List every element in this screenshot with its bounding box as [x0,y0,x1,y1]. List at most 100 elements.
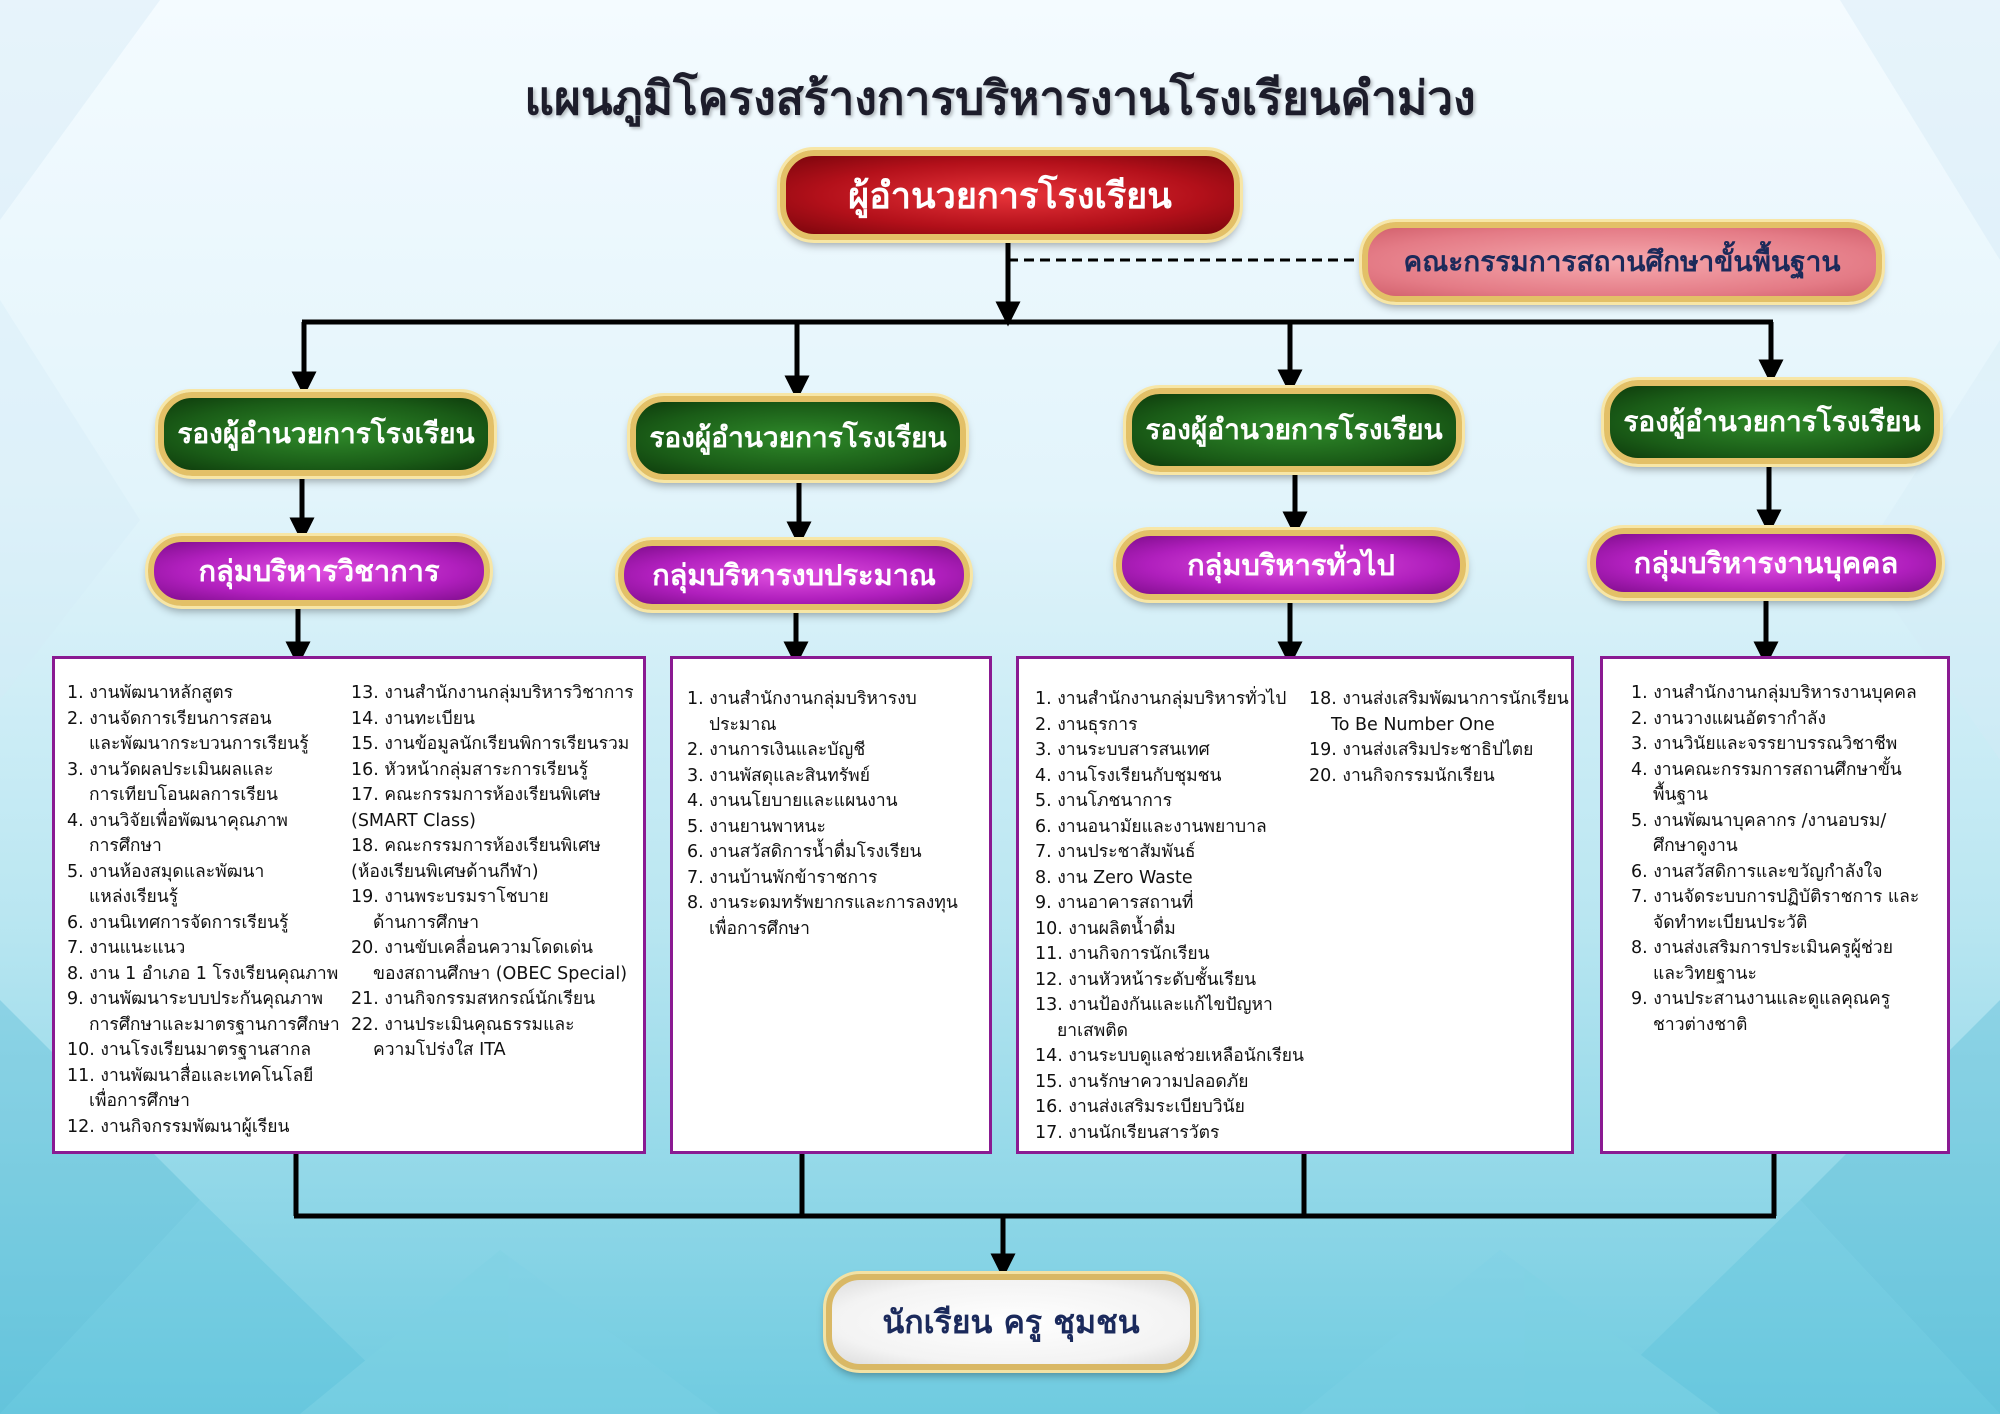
list-item: ประมาณ [709,714,777,735]
list-item: 3. งานวัดผลประเมินผลและ [67,759,274,780]
list-item: 12. งานหัวหน้าระดับชั้นเรียน [1035,969,1257,990]
list-item: เพื่อการศึกษา [709,918,810,939]
group-budget: กลุ่มบริหารงบประมาณ [615,537,973,613]
list-item: 10. งานโรงเรียนมาตรฐานสากล [67,1040,312,1060]
list-item: 11. งานกิจการนักเรียน [1035,944,1210,964]
list-item: (ห้องเรียนพิเศษด้านกีฬา) [351,861,539,882]
page-title: แผนภูมิโครงสร้างการบริหารงานโรงเรียนคำม่… [524,71,1476,125]
deputy-personnel: รองผู้อำนวยการโรงเรียน [1601,377,1943,467]
list-item: 6. งานอนามัยและงานพยาบาล [1035,816,1267,837]
list-item: 8. งานส่งเสริมการประเมินครูผู้ช่วย [1631,938,1893,958]
deputy-budget: รองผู้อำนวยการโรงเรียน [627,393,969,483]
list-item: เพื่อการศึกษา [89,1091,190,1111]
list-item: 4. งานนโยบายและแผนงาน [687,791,898,811]
list-item: (SMART Class) [351,810,477,831]
list-item: 18. คณะกรรมการห้องเรียนพิเศษ [351,836,601,856]
list-item: 5. งานโภชนาการ [1035,791,1173,811]
group-personnel: กลุ่มบริหารงานบุคคล [1587,525,1945,601]
list-item: 17. คณะกรรมการห้องเรียนพิเศษ [351,785,601,805]
list-item: ด้านการศึกษา [373,912,480,933]
list-item: 2. งานธุรการ [1035,714,1138,735]
list-item: 7. งานประชาสัมพันธ์ [1035,842,1196,862]
budget-task-box: 1. งานสำนักงานกลุ่มบริหารงบ ประมาณ 2. งา… [670,656,992,1154]
list-item: 17. งานนักเรียนสารวัตร [1035,1122,1220,1143]
list-item: 13. งานสำนักงานกลุ่มบริหารวิชาการ [351,683,634,703]
list-item: 2. งานจัดการเรียนการสอน [67,708,272,729]
list-item: 20. งานกิจกรรมนักเรียน [1309,765,1495,786]
list-item: 9. งานประสานงานและดูแลคุณครู [1631,989,1891,1009]
general-task-box: 1. งานสำนักงานกลุ่มบริหารทั่วไป 2. งานธุ… [1016,656,1574,1154]
list-item: และพัฒนากระบวนการเรียนรู้ [89,734,309,754]
list-item: 4. งานโรงเรียนกับชุมชน [1035,765,1222,786]
list-item: 3. งานระบบสารสนเทศ [1035,740,1210,760]
list-item: 5. งานพัฒนาบุคลากร /งานอบรม/ [1631,810,1887,831]
list-item: 6. งานสวัสดิการและขวัญกำลังใจ [1631,861,1883,882]
list-item: 3. งานพัสดุและสินทรัพย์ [687,765,870,786]
list-item: 15. งานรักษาความปลอดภัย [1035,1071,1249,1092]
list-item: การศึกษา [89,836,162,856]
list-item: 18. งานส่งเสริมพัฒนาการนักเรียน [1309,689,1569,709]
group-academic: กลุ่มบริหารวิชาการ [145,533,493,609]
list-item: และวิทยฐานะ [1653,963,1757,984]
list-item: 9. งานพัฒนาระบบประกันคุณภาพ [67,989,324,1009]
list-item: 2. งานการเงินและบัญชี [687,740,866,760]
list-item: 8. งานระดมทรัพยากรและการลงทุน [687,893,958,913]
academic-col-2: 13. งานสำนักงานกลุ่มบริหารวิชาการ 14. งา… [351,681,634,1064]
list-item: 21. งานกิจกรรมสหกรณ์นักเรียน [351,989,596,1009]
list-item: 19. งานส่งเสริมประชาธิปไตย [1309,740,1534,760]
list-item: ยาเสพติด [1057,1020,1129,1041]
list-item: พื้นฐาน [1653,785,1708,805]
list-item: แหล่งเรียนรู้ [89,887,179,907]
list-item: 20. งานขับเคลื่อนความโดดเด่น [351,938,594,958]
list-item: 1. งานสำนักงานกลุ่มบริหารทั่วไป [1035,689,1287,709]
list-item: 2. งานวางแผนอัตรากำลัง [1631,708,1827,729]
list-item: 9. งานอาคารสถานที่ [1035,893,1194,913]
list-item: 14. งานทะเบียน [351,708,475,729]
list-item: 11. งานพัฒนาสื่อและเทคโนโลยี [67,1065,314,1086]
group-general: กลุ่มบริหารทั่วไป [1113,527,1469,603]
deputy-academic: รองผู้อำนวยการโรงเรียน [155,389,497,479]
list-item: 5. งานห้องสมุดและพัฒนา [67,861,265,882]
list-item: ความโปร่งใส ITA [373,1040,506,1060]
list-item: การศึกษาและมาตรฐานการศึกษา [89,1014,340,1035]
list-item: 1. งานสำนักงานกลุ่มบริหารงบ [687,689,917,709]
list-item: 14. งานระบบดูแลช่วยเหลือนักเรียน [1035,1046,1304,1066]
list-item: ของสถานศึกษา (OBEC Special) [373,963,628,984]
list-item: 5. งานยานพาหนะ [687,816,826,837]
list-item: 4. งานวิจัยเพื่อพัฒนาคุณภาพ [67,810,288,831]
list-item: ชาวต่างชาติ [1653,1014,1748,1035]
list-item: 7. งานจัดระบบการปฏิบัติราชการ และ [1631,887,1920,907]
list-item: 4. งานคณะกรรมการสถานศึกษาขั้น [1631,759,1902,780]
list-item: 7. งานบ้านพักข้าราชการ [687,867,878,888]
committee-plaque: คณะกรรมการสถานศึกษาขั้นพื้นฐาน [1359,219,1885,305]
list-item: 15. งานข้อมูลนักเรียนพิการเรียนรวม [351,734,630,754]
deputy-general: รองผู้อำนวยการโรงเรียน [1123,385,1465,475]
general-col-1: 1. งานสำนักงานกลุ่มบริหารทั่วไป 2. งานธุ… [1035,687,1304,1146]
list-item: 6. งานนิเทศการจัดการเรียนรู้ [67,912,289,933]
personnel-task-box: 1. งานสำนักงานกลุ่มบริหารงานบุคคล 2. งาน… [1600,656,1950,1154]
list-item: 1. งานสำนักงานกลุ่มบริหารงานบุคคล [1631,683,1917,703]
list-item: 16. หัวหน้ากลุ่มสาระการเรียนรู้ [351,759,589,780]
list-item: การเทียบโอนผลการเรียน [89,785,278,805]
list-item: 6. งานสวัสดิการน้ำดื่มโรงเรียน [687,842,922,862]
list-item: 16. งานส่งเสริมระเบียบวินัย [1035,1097,1245,1117]
list-item: ศึกษาดูงาน [1653,836,1738,856]
list-item: 1. งานพัฒนาหลักสูตร [67,683,234,703]
list-item: 19. งานพระบรมราโชบาย [351,887,549,907]
list-item: จัดทำทะเบียนประวัติ [1653,912,1808,933]
list-item: 22. งานประเมินคุณธรรมและ [351,1014,575,1035]
list-item: 3. งานวินัยและจรรยาบรรณวิชาชีพ [1631,734,1898,754]
director-plaque: ผู้อำนวยการโรงเรียน [777,147,1243,243]
stakeholders-plaque: นักเรียน ครู ชุมชน [823,1271,1199,1373]
list-item: 10. งานผลิตน้ำดื่ม [1035,918,1176,939]
list-item: 7. งานแนะแนว [67,938,186,958]
academic-col-1: 1. งานพัฒนาหลักสูตร 2. งานจัดการเรียนการ… [67,681,340,1140]
list-item: 13. งานป้องกันและแก้ไขปัญหา [1035,995,1273,1015]
list-item: 8. งาน Zero Waste [1035,867,1193,888]
list-item: 12. งานกิจกรรมพัฒนาผู้เรียน [67,1116,290,1137]
list-item: To Be Number One [1331,714,1495,735]
budget-col: 1. งานสำนักงานกลุ่มบริหารงบ ประมาณ 2. งา… [687,687,958,942]
personnel-col: 1. งานสำนักงานกลุ่มบริหารงานบุคคล 2. งาน… [1631,681,1919,1038]
